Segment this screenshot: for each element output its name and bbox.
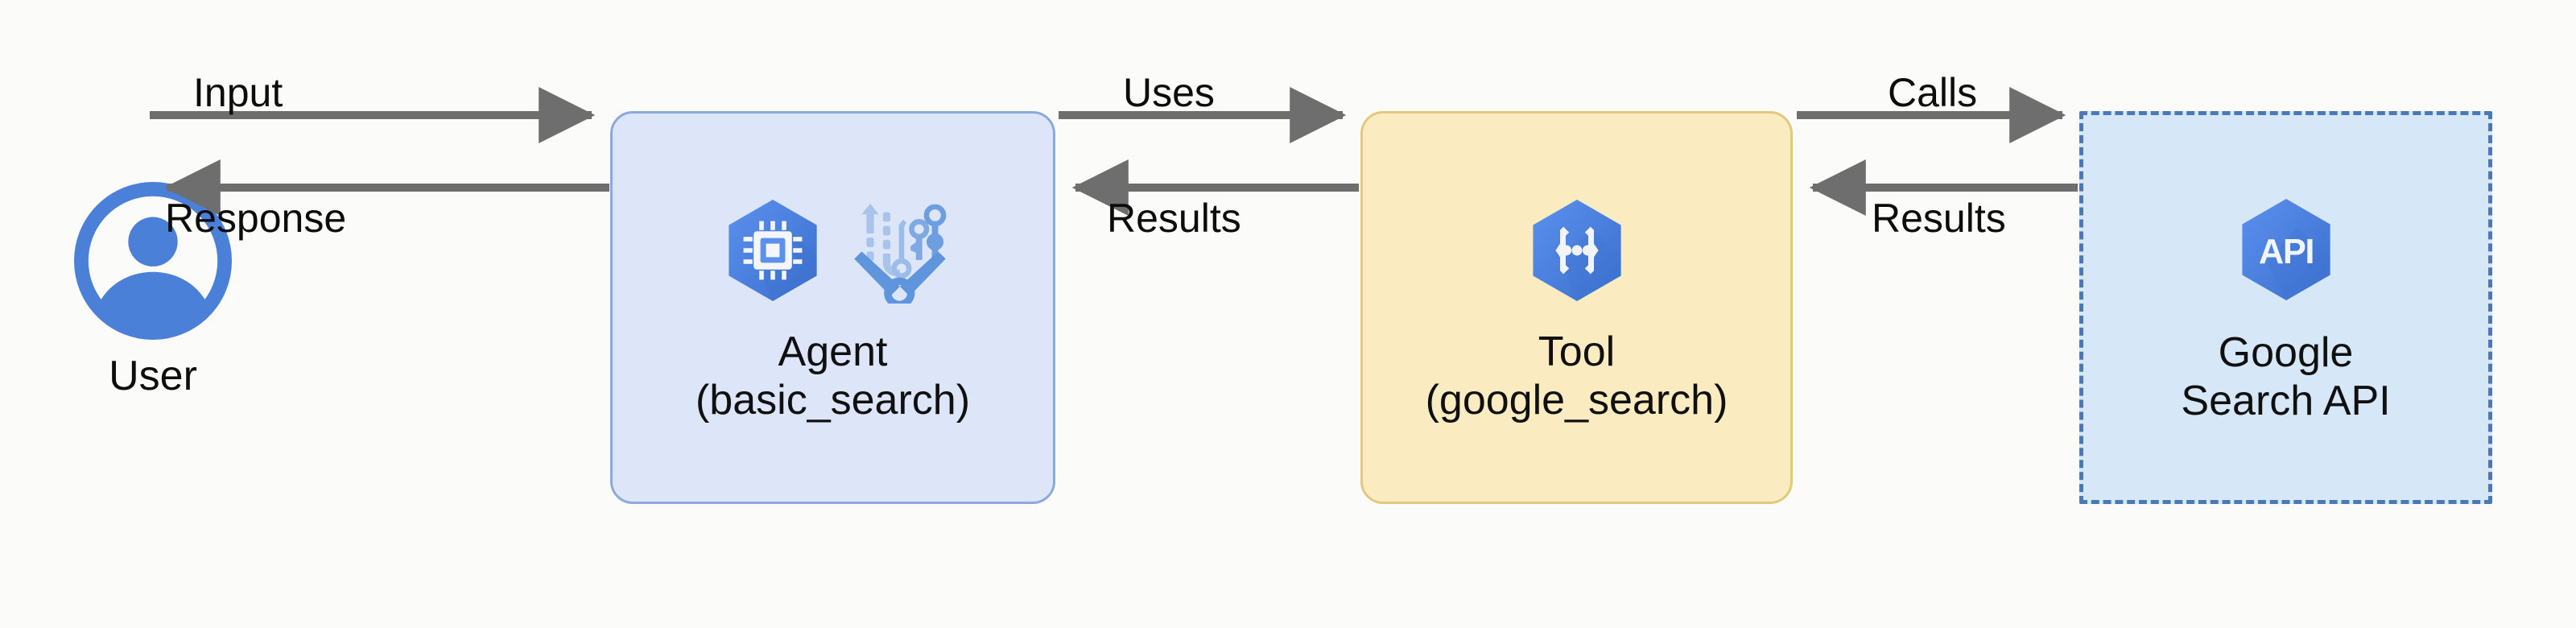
node-user[interactable]: User xyxy=(44,181,262,447)
user-label: User xyxy=(109,353,197,399)
tool-title-block: Tool (google_search) xyxy=(1426,328,1728,425)
tool-icon-group xyxy=(1521,190,1633,311)
node-tool[interactable]: Tool (google_search) xyxy=(1360,111,1793,504)
api-hexagon-icon: API xyxy=(2241,199,2330,301)
tool-subtitle: (google_search) xyxy=(1425,377,1728,423)
agent-subtitle: (basic_search) xyxy=(695,377,971,423)
cpu-hexagon-icon xyxy=(728,200,817,302)
api-subtitle: Search API xyxy=(2181,378,2391,424)
node-agent[interactable]: Agent (basic_search) xyxy=(610,111,1055,504)
edge-label-results-api: Results xyxy=(1872,196,2006,241)
api-title: Google xyxy=(2218,329,2354,377)
api-brackets-hexagon-icon xyxy=(1532,200,1621,302)
agent-title: Agent xyxy=(778,328,888,376)
api-title-block: Google Search API xyxy=(2181,329,2390,426)
agent-title-block: Agent (basic_search) xyxy=(696,328,970,425)
agent-flow-icon xyxy=(853,204,946,304)
edge-label-response: Response xyxy=(165,196,347,241)
node-google-search-api[interactable]: API Google Search API xyxy=(2079,111,2492,504)
api-icon-group: API xyxy=(2230,189,2343,310)
agent-icon-group xyxy=(716,190,950,311)
tool-title: Tool xyxy=(1538,328,1616,376)
account-circle-icon xyxy=(73,181,233,341)
api-badge-text: API xyxy=(2258,233,2313,271)
edge-label-calls: Calls xyxy=(1888,70,1978,115)
edge-label-input: Input xyxy=(193,70,283,115)
edge-label-results-tool: Results xyxy=(1107,196,1241,241)
edge-label-uses: Uses xyxy=(1123,70,1215,115)
